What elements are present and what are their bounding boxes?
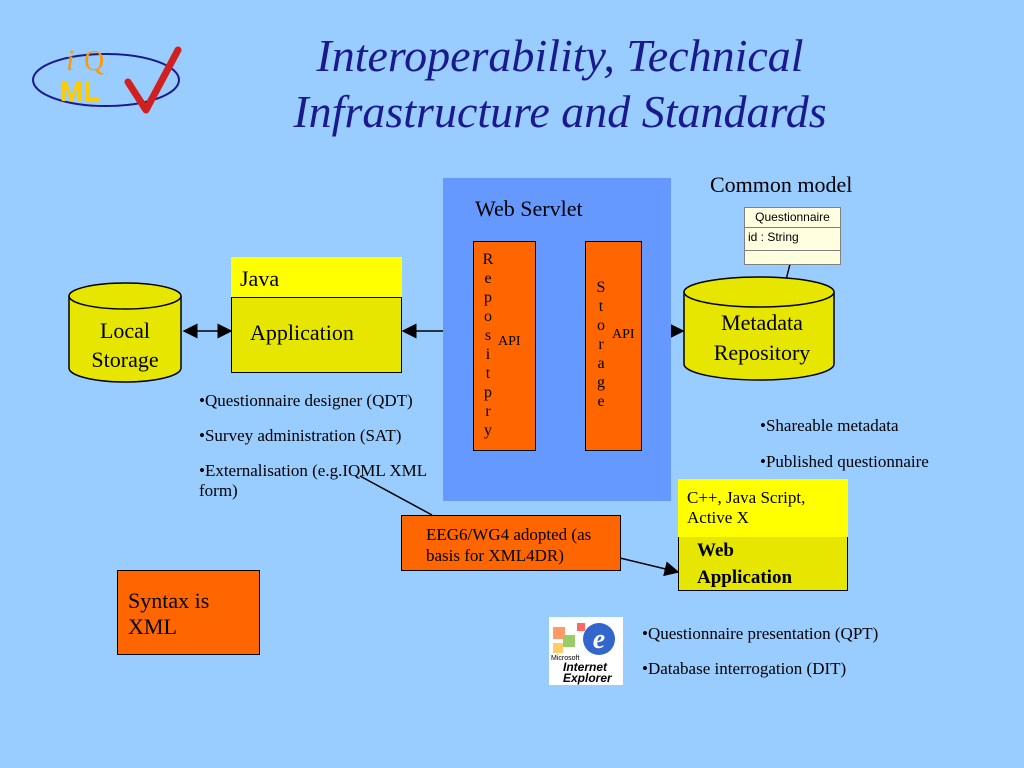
storage-letter: g — [597, 374, 605, 391]
list-item: •Questionnaire designer (QDT) — [199, 391, 413, 410]
web-application-box: Web Application — [678, 537, 848, 591]
repository-letter: e — [484, 270, 492, 287]
metadata-line-1: Metadata — [721, 310, 803, 335]
repository-letter: y — [484, 422, 492, 439]
storage-api-box: S t o r a g e API — [585, 241, 642, 451]
web-app-line-1: Web — [697, 540, 734, 561]
logo-q: Q — [84, 46, 105, 77]
arrow-eeg-webapp — [619, 557, 680, 577]
ie-microsoft-label: Microsoft — [551, 655, 580, 662]
ie-graphic: e — [553, 623, 615, 655]
syntax-line-1: Syntax is — [128, 588, 210, 613]
internet-explorer-logo-icon: e Microsoft Internet Explorer — [549, 617, 623, 685]
checkmark-logo-icon — [32, 46, 182, 114]
local-storage-cylinder: Local Storage — [68, 282, 182, 384]
repository-letter: s — [484, 327, 492, 344]
iqml-logo: i Q ML — [28, 42, 198, 117]
slide-title: Interoperability, Technical Infrastructu… — [150, 28, 970, 140]
common-model-label: Common model — [710, 172, 853, 197]
metadata-repository-label: Metadata Repository — [683, 308, 841, 368]
repository-letter: o — [484, 308, 492, 325]
list-item: •Published questionnaire — [760, 452, 929, 471]
storage-letter: o — [597, 317, 605, 334]
svg-text:e: e — [593, 624, 605, 655]
java-header-label: Java — [240, 266, 280, 291]
list-item: •Survey administration (SAT) — [199, 426, 402, 445]
repository-letter: r — [485, 403, 491, 420]
repository-api-box: R e p o s i t p r y API — [473, 241, 536, 451]
syntax-label: Syntax is XML — [128, 588, 209, 640]
local-storage-line-2: Storage — [91, 347, 159, 372]
line-externalisation-eeg — [359, 475, 433, 516]
application-box: Application — [231, 297, 402, 373]
syntax-line-2: XML — [128, 614, 177, 639]
repository-api-label: API — [498, 334, 521, 349]
webapp-bullet-list: •Questionnaire presentation (QPT) •Datab… — [642, 624, 942, 679]
metadata-repository-cylinder: Metadata Repository — [683, 276, 835, 382]
repository-letter: t — [485, 365, 491, 382]
web-application-label: Web Application — [697, 537, 792, 591]
list-item: •Database interrogation (DIT) — [642, 659, 847, 678]
metadata-line-2: Repository — [713, 340, 811, 365]
repository-letter: R — [482, 251, 494, 268]
ie-internet-label: Internet — [563, 660, 608, 674]
web-app-header-label: C++, Java Script, Active X — [687, 488, 806, 527]
cylinder-shape — [68, 282, 182, 383]
repository-letter: p — [484, 384, 492, 401]
storage-letter: S — [596, 279, 606, 296]
storage-letter: r — [598, 336, 604, 353]
list-item: •Shareable metadata — [760, 416, 899, 435]
repository-letter: p — [484, 289, 492, 306]
ie-explorer-label: Explorer — [563, 671, 612, 685]
syntax-box: Syntax is XML — [117, 570, 260, 655]
storage-api-label: API — [612, 327, 635, 342]
web-app-header: C++, Java Script, Active X — [678, 479, 848, 537]
java-bullet-list: •Questionnaire designer (QDT) •Survey ad… — [199, 391, 459, 501]
logo-ml: ML — [60, 76, 101, 107]
local-storage-line-1: Local — [99, 318, 151, 343]
web-app-line-2: Application — [697, 567, 793, 588]
uml-class-questionnaire: Questionnaire id : String — [744, 207, 841, 265]
title-line-2: Infrastructure and Standards — [293, 86, 827, 137]
list-item: •Questionnaire presentation (QPT) — [642, 624, 879, 643]
storage-letter: t — [598, 298, 604, 315]
local-storage-label: Local Storage — [68, 316, 182, 374]
list-item: •Externalisation (e.g.IQML XML form) — [199, 461, 427, 500]
title-line-1: Interoperability, Technical — [316, 30, 804, 81]
java-header: Java — [231, 257, 402, 297]
storage-letter: e — [597, 393, 605, 410]
web-servlet-label: Web Servlet — [475, 196, 583, 221]
eeg-label: EEG6/WG4 adopted (as basis for XML4DR) — [426, 525, 592, 565]
uml-class-attribute: id : String — [745, 228, 840, 251]
storage-letter: a — [597, 355, 605, 372]
logo-i: i — [66, 44, 75, 77]
metadata-bullet-list: •Shareable metadata •Published questionn… — [760, 416, 990, 472]
application-label: Application — [250, 320, 354, 345]
storage-vertical-label: S t o r a g e — [593, 278, 609, 411]
uml-class-name: Questionnaire — [745, 208, 840, 228]
repository-vertical-label: R e p o s i t p r y — [480, 250, 496, 440]
repository-letter: i — [485, 346, 491, 363]
eeg-box: EEG6/WG4 adopted (as basis for XML4DR) — [401, 515, 621, 571]
cylinder-shape — [683, 276, 835, 381]
